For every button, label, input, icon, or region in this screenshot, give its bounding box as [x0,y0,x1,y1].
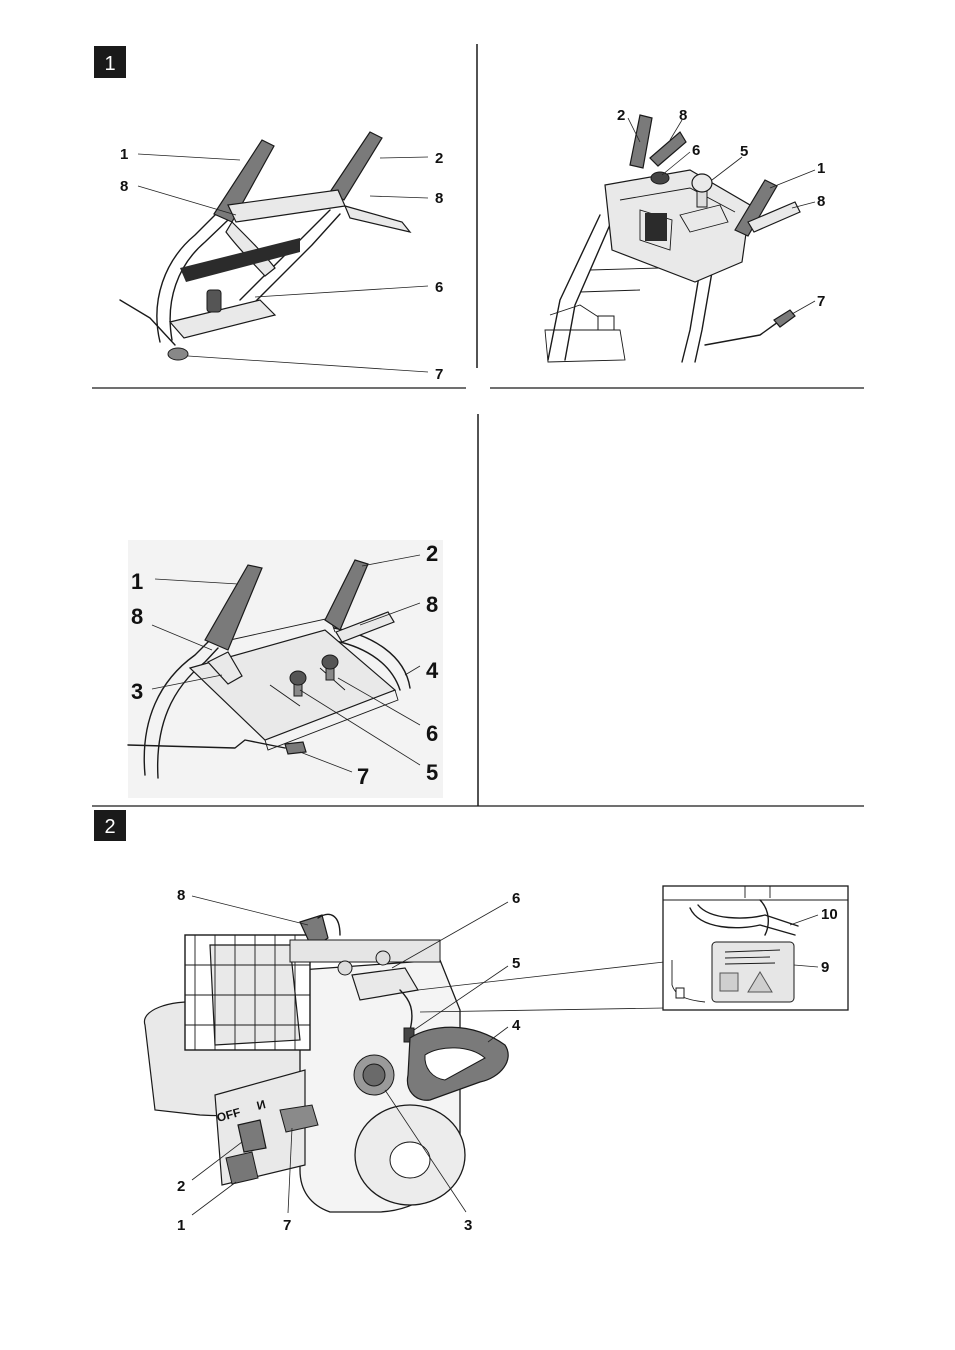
speed-knob-shape [207,290,221,312]
tl-callout-7: 7 [435,366,443,383]
ml-callout-3: 3 [131,679,143,704]
figure-1: 1 [92,44,864,806]
engine-illustration: OFF И 8 6 5 4 2 1 7 [144,887,664,1234]
eng-callout-3: 3 [464,1217,472,1234]
right-lever-shape [345,206,410,232]
figure-1-number: 1 [104,53,115,75]
tl-callout-8a: 8 [120,178,128,195]
primer-button-shape [226,1152,258,1184]
eng-callout-7: 7 [283,1217,291,1234]
tr-callout-1: 1 [817,160,825,177]
tr-callout-7: 7 [817,293,825,310]
tr-callout-2: 2 [617,107,625,124]
figure-2: 2 [94,810,848,1234]
ml-callout-2: 2 [426,541,438,566]
ml-callout-4: 4 [426,658,439,683]
inset-callout-10: 10 [821,906,838,923]
eng-callout-1: 1 [177,1217,185,1234]
inset-callout-9: 9 [821,959,829,976]
tr-callout-8b: 8 [817,193,825,210]
tr-callout-8a: 8 [679,107,687,124]
tr-grip-left-shape [630,115,652,168]
detail-inset: 10 9 [663,886,848,1010]
tl-callout-1: 1 [120,146,128,163]
panel-top-left-illustration: 1 2 8 8 6 7 [120,132,443,383]
tl-callout-8b: 8 [435,190,443,207]
panel-top-right-illustration: 2 8 6 5 1 8 7 [545,107,825,362]
ml-callout-8a: 8 [131,604,143,629]
eng-callout-2: 2 [177,1178,185,1195]
eng-callout-6: 6 [512,890,520,907]
control-plate-shape [170,300,275,338]
tl-callout-6: 6 [435,279,443,296]
panel-middle-left-illustration: 1 2 8 8 3 4 6 5 7 [128,540,443,798]
eng-callout-4: 4 [512,1017,521,1034]
tr-callout-5: 5 [740,143,748,160]
ml-callout-5: 5 [426,760,438,785]
tr-callout-6: 6 [692,142,700,159]
eng-callout-8: 8 [177,887,185,904]
figure-2-number: 2 [104,816,115,838]
ml-callout-7: 7 [357,764,369,789]
console-body-shape [605,170,750,282]
ml-callout-6: 6 [426,721,438,746]
ml-callout-8b: 8 [426,592,438,617]
ml-callout-1: 1 [131,569,143,594]
eng-callout-5: 5 [512,955,520,972]
tl-callout-2: 2 [435,150,443,167]
tr-lever-left-shape [650,132,686,166]
console-window-shape [645,213,667,241]
chute-rod-knob-shape [168,348,188,360]
